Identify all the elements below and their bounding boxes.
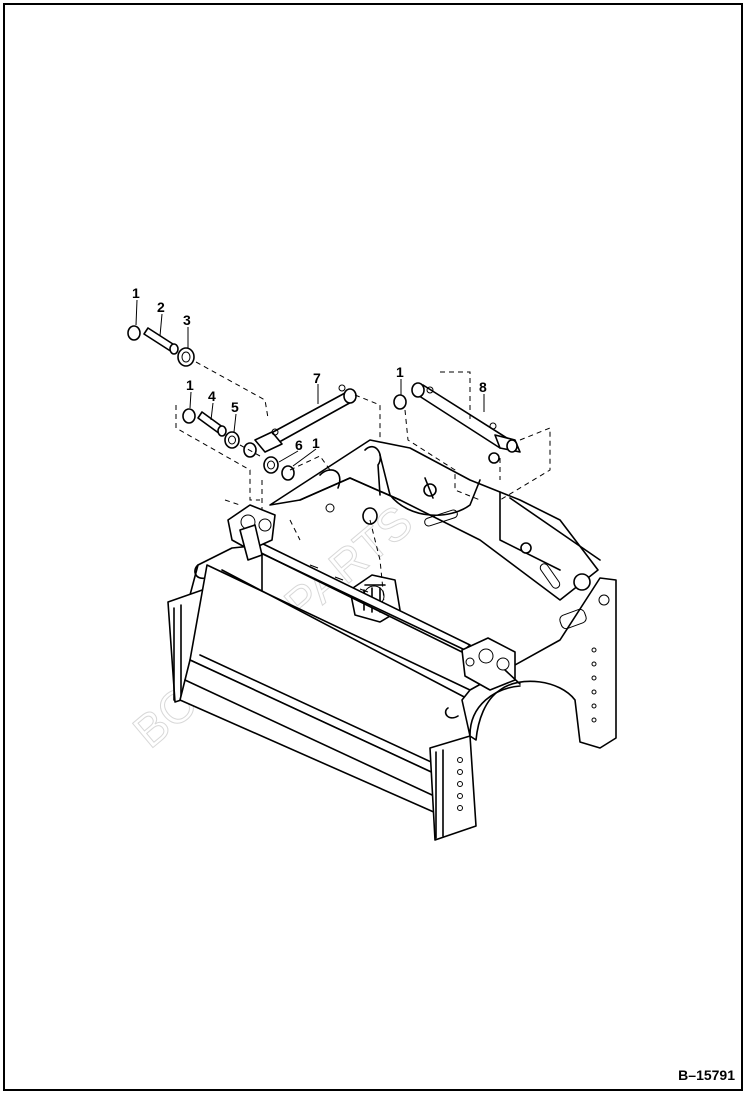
callout-5: 5 [231, 399, 239, 415]
callout-1: 1 [396, 364, 404, 380]
bushing-part-6 [263, 456, 279, 474]
mounting-frame [167, 439, 617, 841]
figure-number: B–15791 [678, 1067, 735, 1083]
exploded-parts [127, 325, 521, 525]
callout-leaders [135, 299, 485, 467]
callout-3: 3 [183, 312, 191, 328]
page-border [3, 3, 743, 1091]
callout-1: 1 [132, 285, 140, 301]
callout-8: 8 [479, 379, 487, 395]
callout-6: 6 [295, 437, 303, 453]
cylinder-part-8 [412, 384, 511, 449]
callout-labels: 1 2 3 1 4 5 6 1 7 1 8 [132, 285, 487, 453]
bushing-part-5 [224, 431, 240, 449]
assembly-center-lines [175, 361, 551, 601]
callout-7: 7 [313, 370, 321, 386]
callout-1: 1 [312, 435, 320, 451]
callout-4: 4 [208, 388, 216, 404]
callout-1: 1 [186, 377, 194, 393]
callout-2: 2 [157, 299, 165, 315]
bushing-part-3 [177, 347, 195, 367]
o-ring-part-1 [127, 325, 141, 341]
o-ring-part-1c [281, 465, 295, 481]
o-ring-part-1d [393, 394, 407, 410]
o-ring-part-1b [182, 408, 196, 424]
